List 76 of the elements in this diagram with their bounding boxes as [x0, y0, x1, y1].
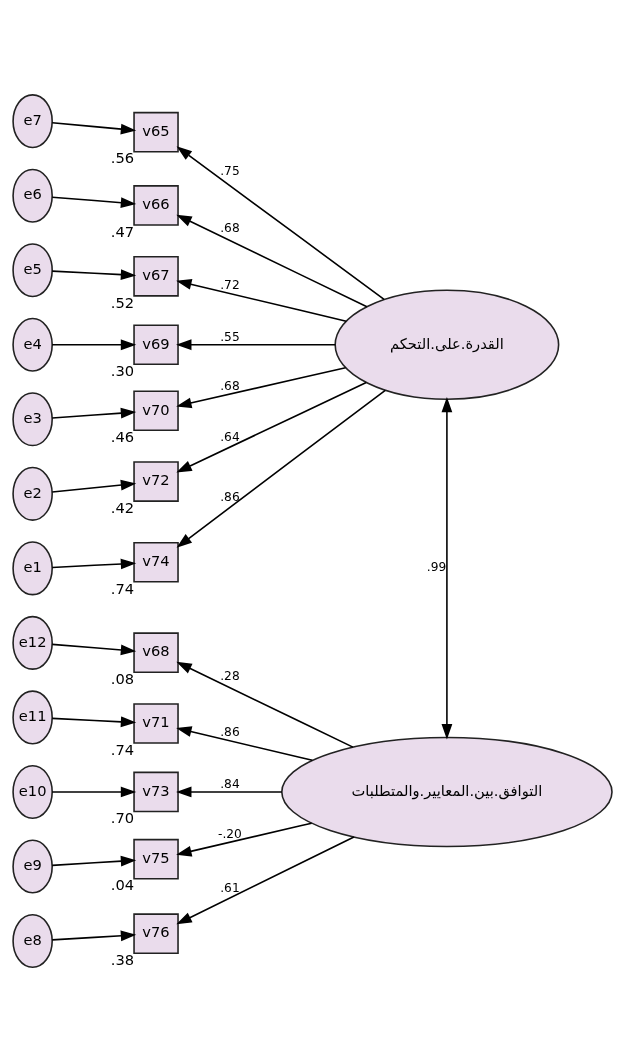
node-ellipse: e6	[12, 168, 53, 223]
node-label: .47	[110, 222, 135, 240]
node-box: v68	[133, 632, 179, 673]
arrow	[51, 786, 137, 798]
node-box: v67	[133, 256, 179, 297]
arrow	[51, 196, 137, 209]
edge-label: .84	[220, 777, 240, 792]
edge-label: .68	[220, 378, 240, 393]
node-ellipse: التوافق.بين.المعايير.والمتطلبات	[281, 736, 613, 848]
edge-label: .68	[220, 221, 240, 236]
node-ellipse: e12	[12, 615, 53, 670]
arrow	[51, 930, 137, 942]
arrow	[51, 122, 137, 135]
edge-label: .28	[220, 668, 240, 683]
edge-label: .64	[220, 430, 240, 445]
arrow	[51, 269, 137, 280]
node-box: v69	[133, 324, 179, 366]
edge-label: .99	[426, 560, 447, 575]
edge-label: -.20	[218, 827, 242, 842]
edge-label: .86	[220, 724, 240, 739]
node-label: .38	[110, 950, 135, 968]
arrow	[176, 822, 313, 857]
arrow	[441, 396, 453, 740]
arrow	[176, 726, 314, 762]
arrow	[176, 661, 354, 748]
arrow	[51, 407, 137, 419]
node-ellipse: e8	[12, 913, 53, 969]
arrow	[51, 643, 137, 656]
node-box: v65	[133, 111, 179, 153]
node-ellipse: e4	[12, 317, 53, 372]
arrow	[51, 339, 137, 351]
node-box: v71	[133, 703, 179, 744]
arrow	[51, 855, 137, 867]
node-label: .08	[110, 669, 135, 687]
node-label: .42	[110, 498, 135, 516]
arrow	[51, 479, 137, 493]
arrow	[176, 339, 337, 351]
arrow	[176, 366, 347, 409]
edge-label: .61	[220, 881, 240, 896]
node-label: .52	[110, 293, 135, 311]
arrow	[176, 146, 385, 301]
node-label: .56	[110, 149, 135, 167]
node-ellipse: e10	[12, 764, 53, 819]
arrow	[176, 279, 348, 322]
arrow	[176, 786, 283, 798]
arrow	[51, 558, 137, 570]
node-ellipse: e3	[12, 392, 53, 447]
node-box: v70	[133, 390, 179, 432]
node-label: .74	[110, 579, 135, 597]
node-label: .46	[110, 428, 135, 446]
arrow	[176, 389, 387, 548]
edge-label: .55	[220, 330, 240, 345]
node-box: v72	[133, 461, 179, 502]
node-box: v66	[133, 185, 179, 226]
node-box: v76	[133, 913, 179, 955]
node-label: .04	[110, 876, 135, 894]
node-ellipse: e5	[12, 243, 53, 298]
node-ellipse: e1	[12, 541, 53, 596]
arrow	[176, 836, 355, 925]
node-label: .74	[110, 740, 135, 758]
node-label: .70	[110, 809, 135, 827]
node-ellipse: القدرة.على.التحكم	[334, 289, 560, 401]
arrow	[51, 716, 137, 728]
node-ellipse: e11	[12, 690, 53, 745]
arrow	[176, 214, 368, 308]
node-box: v74	[133, 541, 179, 583]
edge-label: .75	[220, 163, 240, 178]
edge-label: .72	[220, 277, 240, 292]
node-ellipse: e7	[12, 94, 53, 149]
node-ellipse: e2	[12, 466, 53, 521]
arrow	[176, 381, 368, 473]
node-box: v75	[133, 838, 179, 880]
node-box: v73	[133, 771, 179, 813]
edge-label: .86	[220, 490, 240, 505]
node-label: .30	[110, 362, 135, 380]
node-ellipse: e9	[12, 839, 53, 894]
